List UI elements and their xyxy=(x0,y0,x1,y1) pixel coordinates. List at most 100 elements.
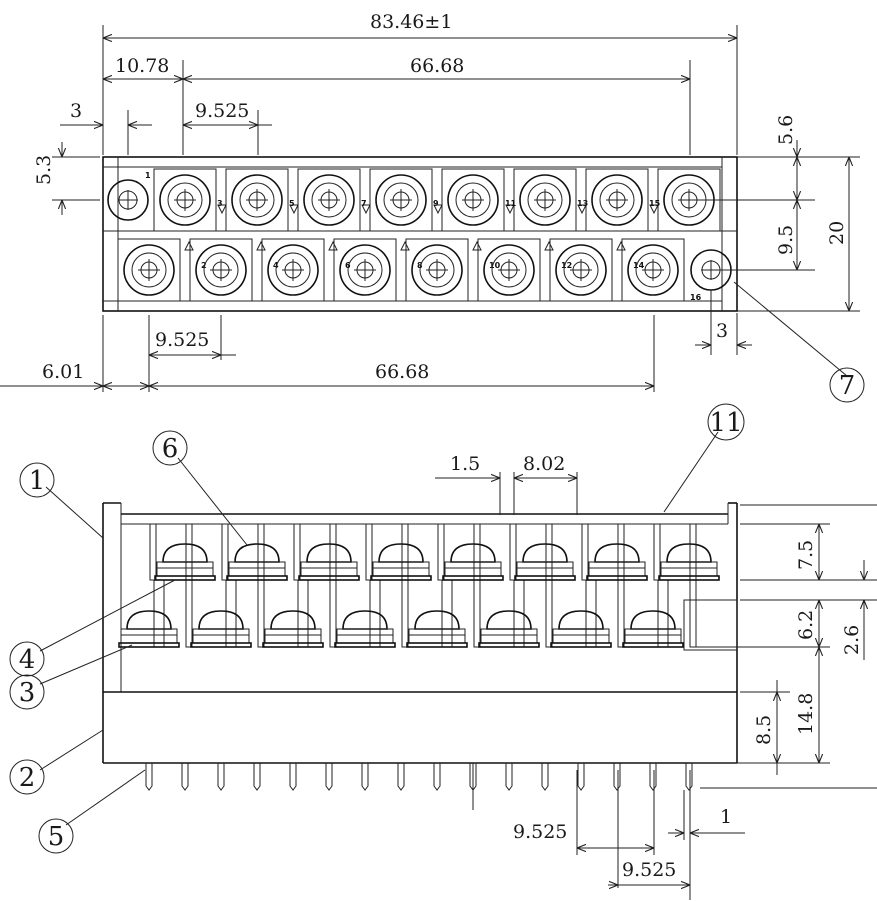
terminal-cell xyxy=(441,168,505,232)
terminal-cell xyxy=(225,168,289,232)
screw-head-side xyxy=(666,543,712,563)
terminal-number-label: 7 xyxy=(361,199,367,208)
callout-4: 4 xyxy=(19,645,36,675)
terminal-number-label: 12 xyxy=(561,261,572,270)
terminal-plate xyxy=(622,642,684,648)
screw-head-side xyxy=(522,543,568,563)
callout-3: 3 xyxy=(19,678,36,708)
terminal-arrow xyxy=(505,204,515,215)
terminal-plate xyxy=(190,642,252,648)
screw-outer-circle xyxy=(123,244,175,296)
callout-circle xyxy=(152,430,188,466)
callout-circle xyxy=(19,462,55,498)
screw-washer xyxy=(599,182,635,218)
screw-outer-circle xyxy=(303,174,355,226)
screw-washer xyxy=(383,182,419,218)
dimension-barrier-thickness: 1.5 xyxy=(450,453,480,475)
terminal-clamp xyxy=(624,634,682,644)
barrier xyxy=(689,523,697,648)
screw-outer-circle xyxy=(483,244,535,296)
screw-washer-side xyxy=(228,561,286,569)
barrier xyxy=(365,523,373,581)
pin xyxy=(325,763,333,791)
terminal-plate xyxy=(514,575,576,581)
terminal-arrow xyxy=(328,240,338,251)
terminal-plate xyxy=(370,575,432,581)
screw-washer-side xyxy=(264,628,322,636)
terminal-arrow xyxy=(256,240,266,251)
terminal-cell xyxy=(117,238,181,302)
screw-washer xyxy=(167,182,203,218)
terminal-clamp xyxy=(120,634,178,644)
dimension-screw-offset: 3 xyxy=(70,100,82,122)
dimension-row-spacing: 9.5 xyxy=(775,225,797,255)
barrier xyxy=(581,523,589,581)
terminal-plate xyxy=(298,575,360,581)
side-view-dimensions: 1.5 8.02 7.5 6.2 2.6 14.8 8.5 9.525 9.52… xyxy=(435,453,877,900)
screw-head-side xyxy=(342,610,388,630)
terminal-arrow xyxy=(544,240,554,251)
barrier xyxy=(257,523,265,648)
top-view-lower-screws xyxy=(117,238,685,302)
screw-head-side xyxy=(414,610,460,630)
terminal-number-label: 16 xyxy=(690,293,702,302)
dimension-upper-height: 7.5 xyxy=(795,540,817,570)
screw-outer-circle xyxy=(411,244,463,296)
pin xyxy=(253,763,261,791)
terminal-plate xyxy=(478,642,540,648)
dimension-mid-height: 6.2 xyxy=(795,610,817,640)
screw-washer xyxy=(455,182,491,218)
screw-washer-side xyxy=(516,561,574,569)
screw-head-side xyxy=(270,610,316,630)
terminal-clamp xyxy=(444,567,502,577)
screw-head-side xyxy=(198,610,244,630)
dimension-right-offset: 3 xyxy=(716,320,728,342)
terminal-number-label: 6 xyxy=(345,261,351,270)
terminal-cell xyxy=(405,238,469,302)
pin xyxy=(397,763,405,791)
terminal-cell xyxy=(189,238,253,302)
dimension-top-offset: 10.78 xyxy=(115,55,169,77)
barrier xyxy=(437,523,445,581)
screw-outer-circle xyxy=(231,174,283,226)
screw-washer-side xyxy=(156,561,214,569)
pin xyxy=(685,763,693,791)
screw-washer xyxy=(311,182,347,218)
dimension-body-width: 20 xyxy=(826,221,848,245)
screw-head-side xyxy=(450,543,496,563)
screw-washer-side xyxy=(552,628,610,636)
terminal-arrow xyxy=(400,240,410,251)
screw-washer-side xyxy=(336,628,394,636)
screw-outer-circle xyxy=(519,174,571,226)
screw-outer-circle xyxy=(339,244,391,296)
terminal-plate xyxy=(442,575,504,581)
dimension-base-height: 8.5 xyxy=(753,715,775,745)
callout-circle xyxy=(9,674,45,710)
terminal-arrow xyxy=(217,204,227,215)
screw-washer-side xyxy=(120,628,178,636)
terminal-plate xyxy=(550,642,612,648)
dimension-lower-span: 66.68 xyxy=(375,361,429,383)
terminal-number-label: 14 xyxy=(633,261,645,270)
screw-washer xyxy=(419,252,455,288)
dimension-pin-width: 1 xyxy=(720,806,732,828)
terminal-number-label: 8 xyxy=(417,261,423,270)
dimension-right-top: 5.6 xyxy=(775,115,797,145)
terminal-clamp xyxy=(192,634,250,644)
callout-2: 2 xyxy=(19,763,36,793)
dimension-top-pitch: 9.525 xyxy=(195,100,249,122)
terminal-plate xyxy=(226,575,288,581)
terminal-arrow xyxy=(472,240,482,251)
callouts: 7 11 6 1 4 3 2 5 xyxy=(9,281,865,854)
terminal-clamp xyxy=(408,634,466,644)
screw-washer xyxy=(347,252,383,288)
pin xyxy=(433,763,441,791)
terminal-arrow xyxy=(289,204,299,215)
callout-circle xyxy=(707,403,745,441)
terminal-arrow xyxy=(616,240,626,251)
terminal-cell xyxy=(333,238,397,302)
screw-washer-side xyxy=(300,561,358,569)
pin xyxy=(541,763,549,791)
screw-head-side xyxy=(594,543,640,563)
terminal-clamp xyxy=(660,567,718,577)
